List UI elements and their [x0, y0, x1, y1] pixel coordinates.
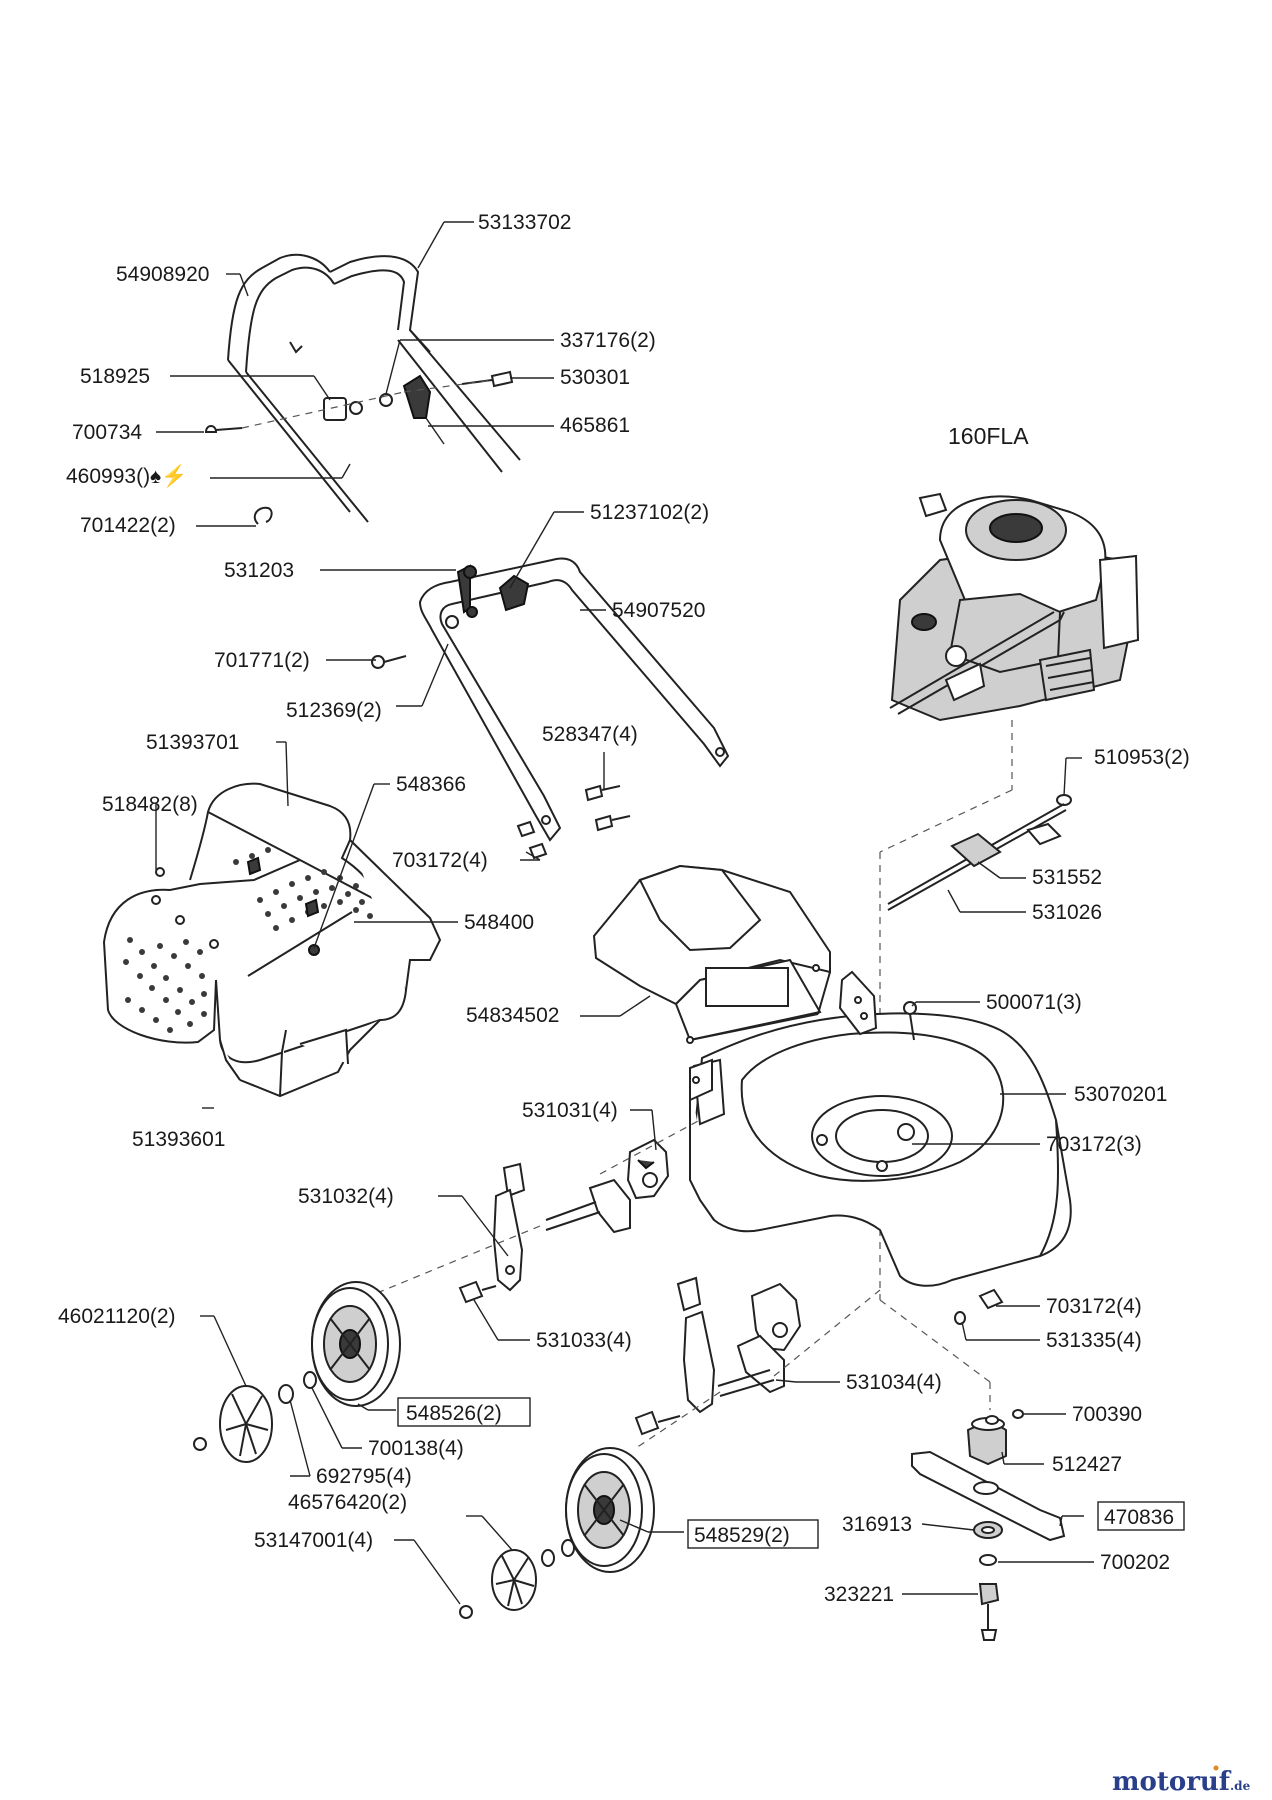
bag-mesh [123, 847, 373, 1033]
wheel-cap-right [459, 1539, 575, 1619]
leader-lines [155, 221, 1094, 1605]
label-518482: 518482(8) [102, 793, 198, 816]
label-54907520: 54907520 [612, 599, 705, 622]
label-323221: 323221 [824, 1583, 894, 1606]
label-700138: 700138(4) [368, 1437, 464, 1460]
label-548366: 548366 [396, 773, 466, 796]
label-54908920: 54908920 [116, 263, 209, 286]
label-470836: 470836 [1104, 1506, 1174, 1529]
rear-wheel-right [565, 1447, 655, 1573]
label-531034: 531034(4) [846, 1371, 942, 1394]
label-460993: 460993()♠⚡ [66, 463, 187, 489]
label-160FLA: 160FLA [948, 423, 1029, 449]
handle-hardware [204, 370, 514, 525]
label-531203: 531203 [224, 559, 294, 582]
label-46576420: 46576420(2) [288, 1491, 407, 1514]
misc-hardware [887, 611, 1072, 1325]
upper-handle [227, 253, 521, 523]
blade-assembly [911, 1409, 1066, 1641]
label-701422: 701422(2) [80, 514, 176, 537]
label-512369: 512369(2) [286, 699, 382, 722]
label-531031: 531031(4) [522, 1099, 618, 1122]
label-692795: 692795(4) [316, 1465, 412, 1488]
watermark-logo: motoruf.de [1112, 1765, 1251, 1797]
label-548529: 548529(2) [694, 1524, 790, 1547]
label-703172b: 703172(3) [1046, 1133, 1142, 1156]
label-701771: 701771(2) [214, 649, 310, 672]
label-700390: 700390 [1072, 1403, 1142, 1426]
label-46021120: 46021120(2) [58, 1305, 176, 1328]
label-548526: 548526(2) [406, 1402, 502, 1425]
part-labels: 53133702 54908920 337176(2) 518925 53030… [58, 211, 1190, 1606]
svg-text:motoruf.de: motoruf.de [1112, 1767, 1251, 1797]
label-518925: 518925 [80, 365, 150, 388]
label-54834502: 54834502 [466, 1004, 559, 1027]
label-465861: 465861 [560, 414, 630, 437]
lower-handle-hardware [371, 564, 631, 860]
label-53133702: 53133702 [478, 211, 571, 234]
label-500071: 500071(3) [986, 991, 1082, 1014]
boxed-references [397, 1397, 1185, 1549]
wheel-cap-left [193, 1371, 317, 1463]
label-548400: 548400 [464, 911, 534, 934]
label-700734: 700734 [72, 421, 142, 444]
rear-wheel-left [311, 1281, 401, 1407]
label-512427: 512427 [1052, 1453, 1122, 1476]
label-510953: 510953(2) [1094, 746, 1190, 769]
label-51237102: 51237102(2) [590, 501, 709, 524]
label-703172c: 703172(4) [1046, 1295, 1142, 1318]
label-316913: 316913 [842, 1513, 912, 1536]
rear-flap [592, 864, 831, 1044]
label-528347: 528347(4) [542, 723, 638, 746]
label-703172a: 703172(4) [392, 849, 488, 872]
front-left-adjuster [359, 1119, 701, 1304]
label-700202: 700202 [1100, 1551, 1170, 1574]
label-530301: 530301 [560, 366, 630, 389]
label-53070201: 53070201 [1074, 1083, 1167, 1106]
watermark-brand: motoruf [1112, 1767, 1232, 1797]
label-531033: 531033(4) [536, 1329, 632, 1352]
label-531026: 531026 [1032, 901, 1102, 924]
label-337176: 337176(2) [560, 329, 656, 352]
lower-handle [418, 557, 730, 842]
label-531032: 531032(4) [298, 1185, 394, 1208]
grass-bag [102, 782, 442, 1098]
label-53147001: 53147001(4) [254, 1529, 373, 1552]
label-531335: 531335(4) [1046, 1329, 1142, 1352]
label-51393601: 51393601 [132, 1128, 225, 1151]
front-right-adjuster [634, 1276, 881, 1449]
label-531552: 531552 [1032, 866, 1102, 889]
label-51393701: 51393701 [146, 731, 239, 754]
watermark-suffix: .de [1230, 1779, 1251, 1793]
